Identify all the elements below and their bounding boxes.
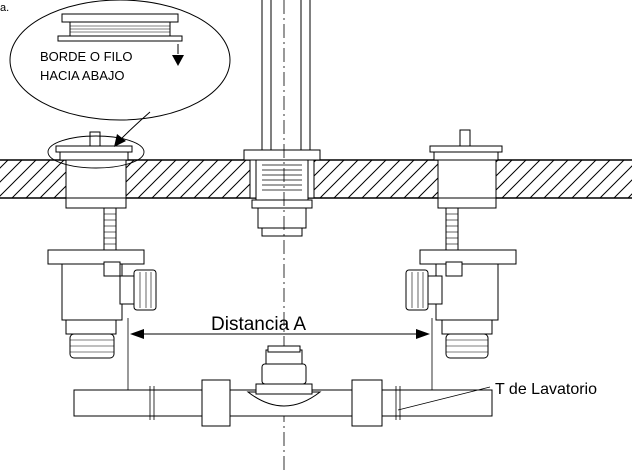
callout-leader-arrow <box>119 111 151 141</box>
center-spout <box>243 0 321 237</box>
tee-leader-line <box>397 386 491 411</box>
tee-label: T de Lavatorio <box>495 381 597 398</box>
corner-fragment-text: a. <box>0 2 9 14</box>
callout-line-2: HACIA ABAJO <box>40 68 125 83</box>
countertop <box>0 159 632 199</box>
detail-marker-ellipse <box>47 135 145 169</box>
distance-a-label: Distancia A <box>211 314 306 335</box>
dimension-distance-a <box>127 318 433 415</box>
lavatory-tee <box>73 345 493 427</box>
callout-line-1: BORDE O FILO <box>40 49 132 64</box>
right-valve <box>405 129 517 359</box>
detail-callout: BORDE O FILO HACIA ABAJO <box>9 0 231 121</box>
arrow-down-icon <box>172 55 184 66</box>
left-valve <box>47 131 157 359</box>
